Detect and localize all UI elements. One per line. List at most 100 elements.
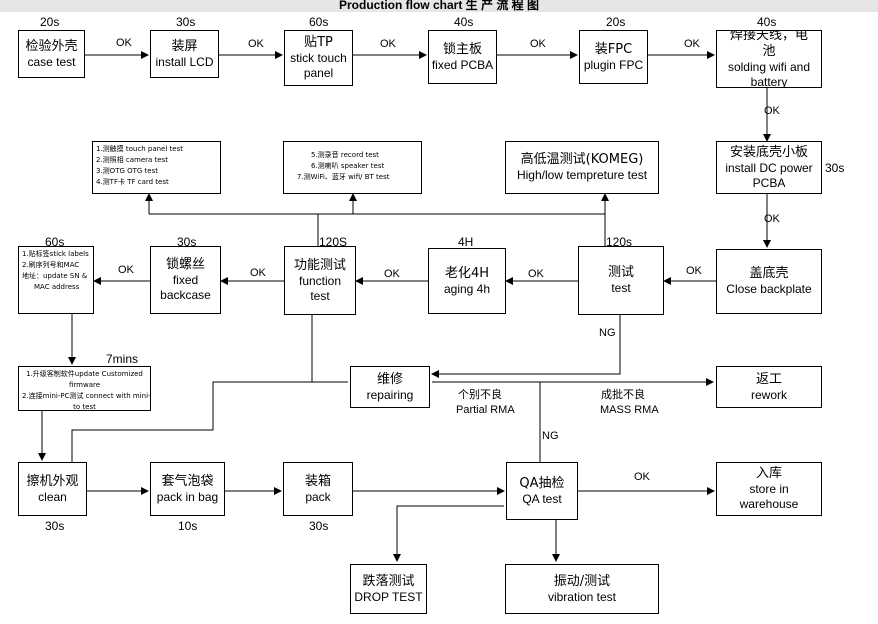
test-en: test [611,281,631,295]
plugin-fpc-zh: 装FPC [594,41,633,57]
clean-en: clean [38,489,67,504]
install-lcd-zh: 装屏 [171,38,198,54]
pack-in-bag-zh: 套气泡袋 [161,473,214,489]
drop-test-en: DROP TEST [354,589,423,604]
fixed-backcase-zh: 锁螺丝 [165,257,205,272]
drop-test-zh: 跌落测试 [362,573,415,589]
record-speaker-test-note: 5.测录音 record test 6.测喇叭 speaker test 7.测… [283,141,422,194]
fixed-backcase-en1: fixed [172,273,199,287]
solding-wifi-zh1: 焊接天线，电 [729,30,808,43]
note-line: 地址：update SN & [22,272,88,280]
time-test: 120s [606,235,633,249]
ok-label: OK [118,264,134,276]
high-low-temp-en: High/low tempreture test [516,168,648,182]
solding-wifi-en1: solding wifi and [727,60,811,74]
ok-label: OK [764,105,780,117]
aging-en: aging 4h [443,281,491,296]
ok-label: OK [248,38,264,50]
qa-test-box: QA抽检 QA test [506,462,578,520]
partial-rma-en: Partial RMA [456,404,515,416]
note-line: firmware [68,381,101,389]
solding-wifi-box: 焊接天线，电 池 solding wifi and battery [716,30,822,88]
pack-in-bag-box: 套气泡袋 pack in bag [150,462,225,516]
mass-rma-en: MASS RMA [600,404,659,416]
time-pack-in-bag: 10s [178,519,198,533]
arrow-qa-to-drop [393,505,504,562]
clean-box: 擦机外观 clean [18,462,87,516]
install-dc-en1: install DC power [725,160,813,175]
rework-en: rework [750,387,787,402]
solding-wifi-zh2: 池 [762,44,776,59]
repairing-zh: 维修 [376,371,403,387]
fixed-pcba-zh: 锁主板 [442,41,482,57]
install-dc-zh: 安装底壳小板 [729,144,808,160]
qa-test-zh: QA抽检 [519,475,565,491]
note-line: 2.刷序列号和MAC [22,261,80,269]
store-en2: warehouse [739,497,799,511]
rework-zh: 返工 [755,371,782,387]
test-box: 测试 test [578,246,664,315]
install-lcd-box: 装屏 install LCD [150,30,219,78]
ok-label: OK [116,37,132,49]
function-test-en2: test [310,288,330,303]
function-test-box: 功能测试 function test [284,246,356,315]
pack-zh: 装箱 [304,473,331,489]
pack-box: 装箱 pack [283,462,353,516]
pack-en: pack [305,489,331,504]
note-line: 5.测录音 record test [311,151,379,159]
stick-touch-en1: stick touch [290,51,347,65]
plugin-fpc-en: plugin FPC [583,57,644,72]
store-box: 入库 store in warehouse [716,462,822,516]
chart-title: Production flow chart 生 产 流 程 图 [338,0,539,12]
note-line: 1.贴标签stick labels [22,250,89,258]
ok-label: OK [684,38,700,50]
fixed-pcba-en: fixed PCBA [431,57,494,72]
solding-wifi-en2: battery [750,75,788,88]
install-lcd-en: install LCD [155,54,214,69]
note-line: to test [73,403,96,411]
note-line: MAC address [34,283,80,291]
note-line: 3.测OTG OTG test [96,167,158,175]
ok-label: OK [528,268,544,280]
time-pack: 30s [309,519,329,533]
line-function-to-notes [149,213,319,246]
note-line: 6.测喇叭 speaker test [311,162,385,170]
arrow-test-ng-to-repair [431,315,621,378]
fixed-pcba-box: 锁主板 fixed PCBA [428,30,497,84]
note-line: 2.测照相 camera test [96,156,169,164]
ok-label: OK [634,471,650,483]
ok-label: OK [380,38,396,50]
qa-test-en: QA test [522,491,562,506]
firmware-note: 1.升级客制软件update Customized firmware 2.连接m… [18,366,151,411]
function-test-zh: 功能测试 [293,257,346,273]
ok-label: OK [250,267,266,279]
close-backplate-box: 盖底壳 Close backplate [716,249,822,314]
partial-rma-zh: 个别不良 [458,388,502,401]
note-line: 7.测WiFi、蓝牙 wifi/ BT test [297,173,390,181]
ng-label: NG [599,327,616,339]
mass-rma-zh: 成批不良 [601,388,645,401]
close-backplate-en: Close backplate [726,282,812,296]
ok-label: OK [384,268,400,280]
time-plugin-fpc: 20s [606,15,626,29]
high-low-temp-zh: 高低温测试(KOMEG) [520,152,644,167]
vibration-box: 振动/测试 vibration test [505,564,659,614]
stick-labels-note: 1.贴标签stick labels 2.刷序列号和MAC 地址：update S… [18,246,94,314]
case-test-en: case test [27,54,76,69]
line-repair-back-to-clean [71,381,348,462]
time-firmware: 7mins [106,352,139,366]
time-aging: 4H [458,235,474,249]
store-zh: 入库 [755,466,782,481]
time-function-test: 120S [319,235,348,249]
pack-in-bag-en: pack in bag [156,489,219,504]
time-solding-wifi: 40s [757,15,777,29]
case-test-box: 检验外壳 case test [18,30,85,78]
install-dc-en2: PCBA [752,175,786,190]
line-function-fail-to-repair [311,315,348,383]
stick-touch-en2: panel [303,66,334,80]
rework-box: 返工 rework [716,366,822,408]
ok-label: OK [686,265,702,277]
case-test-zh: 检验外壳 [25,38,78,54]
close-backplate-zh: 盖底壳 [749,266,789,281]
function-test-en1: function [298,273,342,288]
